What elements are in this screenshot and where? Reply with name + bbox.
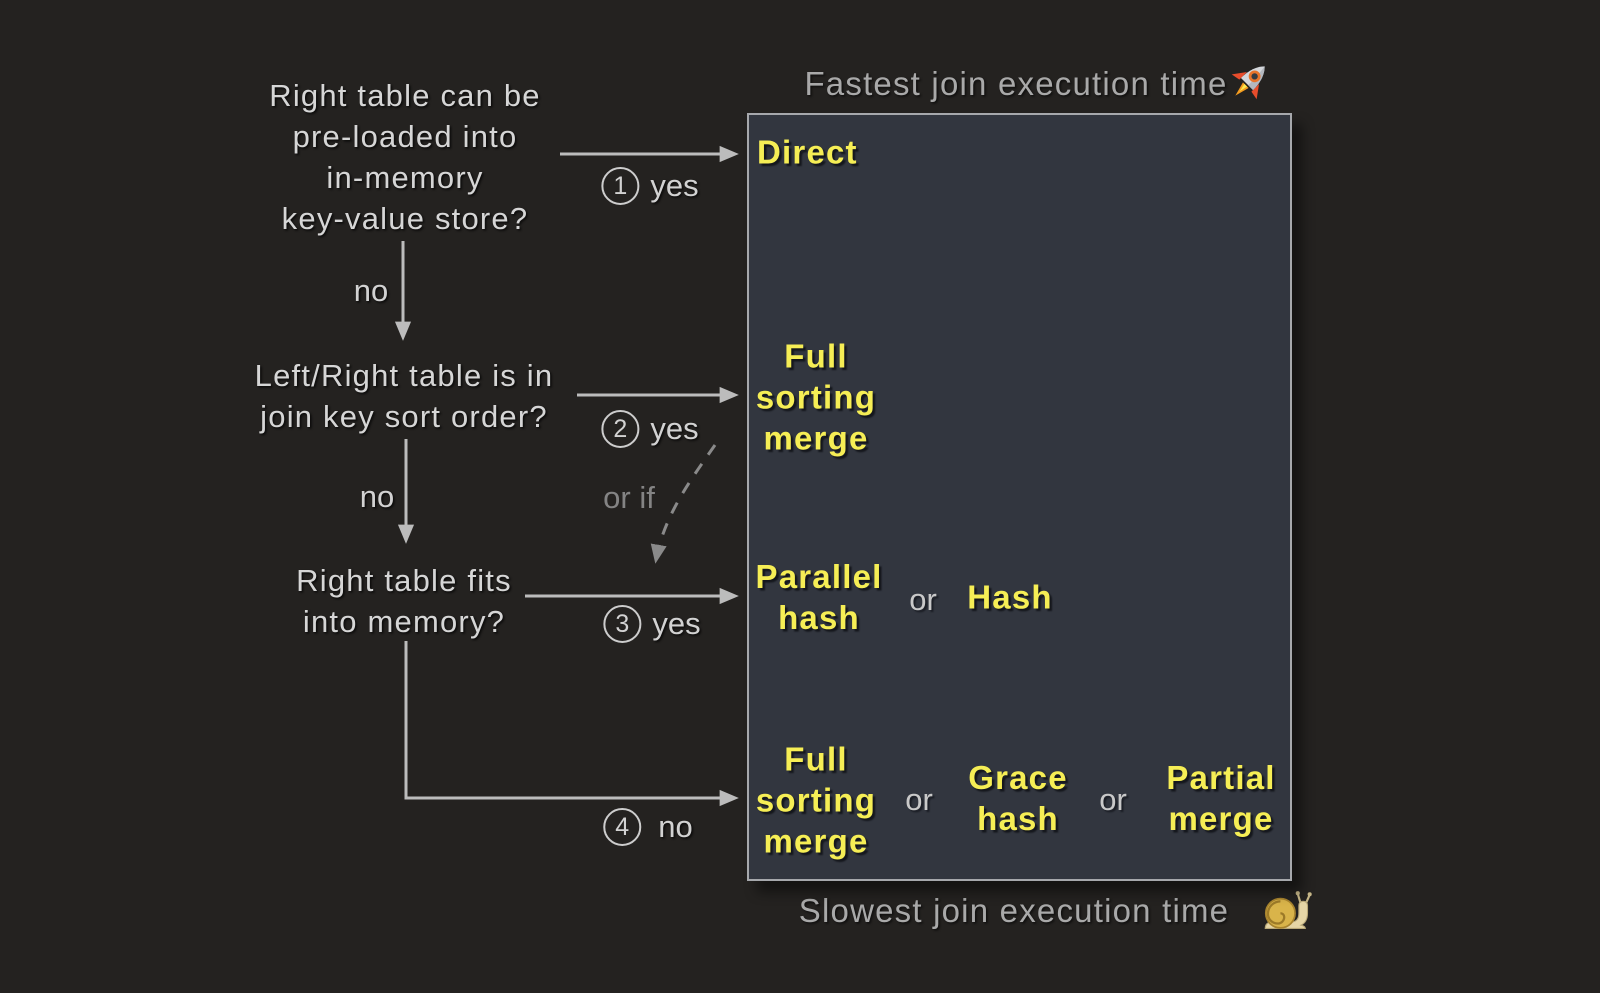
- algo-partial-merge: Partial merge: [1166, 759, 1276, 837]
- snail-icon: [1264, 891, 1312, 929]
- fastest-label: Fastest join execution time: [804, 65, 1228, 102]
- step-2-yes: 2 yes: [601, 410, 699, 448]
- question-preloaded-kv-store: Right table can be pre-loaded into in-me…: [269, 78, 541, 236]
- question-fits-memory: Right table fits into memory?: [296, 563, 512, 639]
- step-1-badge: 1: [601, 167, 640, 205]
- step-1-answer: yes: [650, 168, 699, 203]
- step-2-answer: yes: [650, 411, 699, 446]
- label-no-1: no: [353, 273, 389, 308]
- step-4-answer: no: [658, 809, 693, 844]
- arrow-no-elbow-4: [404, 641, 739, 807]
- step-3-badge: 3: [603, 605, 642, 643]
- algo-full-sorting-merge-4: Full sorting merge: [755, 740, 877, 860]
- label-no-2: no: [359, 479, 395, 514]
- algo-direct: Direct: [757, 133, 858, 171]
- algo-grace-hash: Grace hash: [968, 759, 1068, 837]
- question-sort-order: Left/Right table is in join key sort ord…: [254, 358, 554, 434]
- label-or-row3: or: [909, 582, 937, 617]
- step-3-yes: 3 yes: [603, 605, 701, 643]
- step-4-badge: 4: [603, 808, 642, 846]
- algorithms-panel: [747, 113, 1292, 881]
- rocket-icon: [1231, 66, 1265, 100]
- label-or-if: or if: [603, 480, 655, 515]
- step-1-yes: 1 yes: [601, 167, 699, 205]
- slowest-label: Slowest join execution time: [798, 892, 1230, 929]
- step-4-no: 4 no: [603, 808, 693, 846]
- step-3-answer: yes: [652, 606, 701, 641]
- arrow-or-if-dashed: [650, 444, 717, 564]
- algo-hash: Hash: [967, 578, 1053, 616]
- algo-full-sorting-merge-2: Full sorting merge: [755, 337, 877, 457]
- label-or-row4-1: or: [905, 782, 933, 817]
- algo-parallel-hash: Parallel hash: [755, 558, 883, 636]
- label-or-row4-2: or: [1099, 782, 1127, 817]
- step-2-badge: 2: [601, 410, 640, 448]
